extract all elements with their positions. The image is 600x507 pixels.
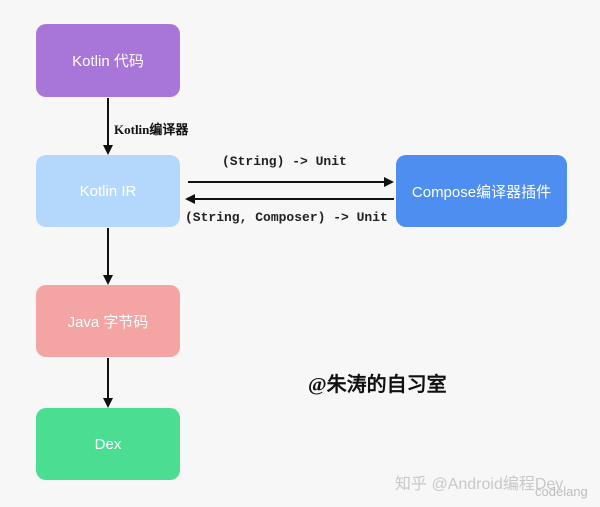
dex-label: Dex	[94, 435, 122, 453]
dex-node: Dex	[36, 408, 180, 480]
kotlin-code-node: Kotlin 代码	[36, 24, 180, 97]
author-watermark: @朱涛的自习室	[308, 374, 447, 396]
ir-to-compose-signature: (String) -> Unit	[222, 154, 347, 169]
kotlin-ir-node: Kotlin IR	[36, 155, 180, 227]
compose-to-ir-signature: (String, Composer) -> Unit	[185, 210, 388, 225]
java-bytecode-label: Java 字节码	[67, 313, 149, 331]
kotlin-code-label: Kotlin 代码	[72, 53, 144, 70]
zhihu-watermark: 知乎 @Android编程Dev	[395, 476, 564, 493]
codelang-watermark: codelang	[535, 484, 588, 499]
kotlin-ir-label: Kotlin IR	[79, 182, 137, 200]
compose-plugin-label: Compose编译器插件	[411, 183, 552, 201]
kotlin-compiler-label: Kotlin编译器	[114, 122, 189, 137]
java-bytecode-node: Java 字节码	[36, 285, 180, 357]
compose-plugin-node: Compose编译器插件	[396, 155, 567, 227]
